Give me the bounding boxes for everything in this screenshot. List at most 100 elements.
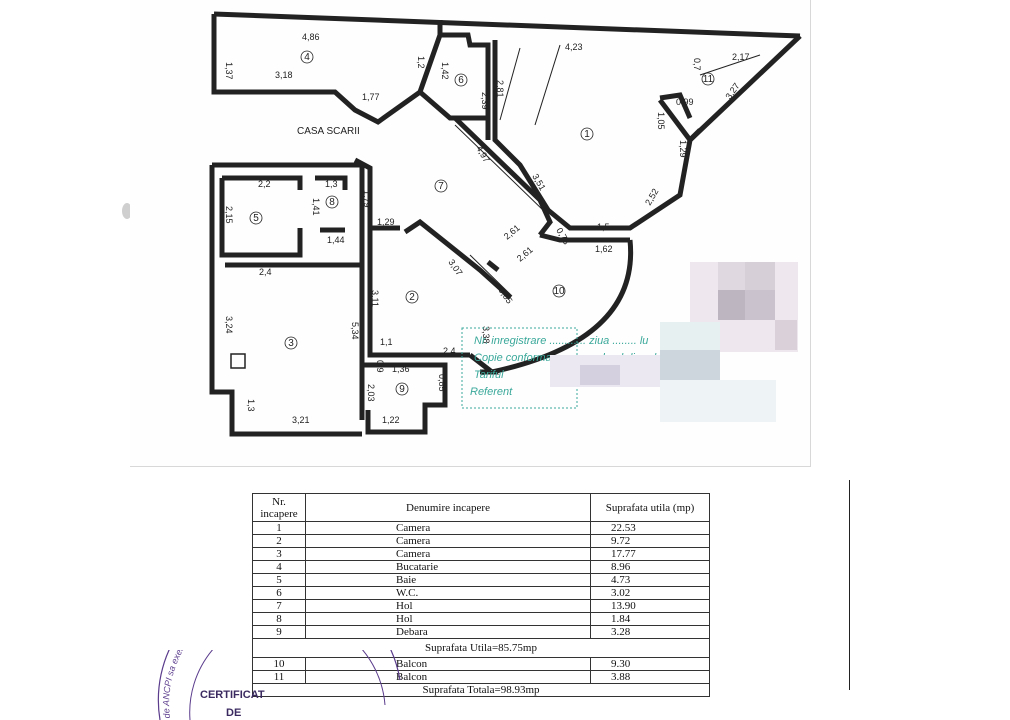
- cell-area: 22.53: [590, 521, 710, 535]
- dimension: 1,36: [392, 364, 410, 374]
- cell-area: 1.84: [590, 612, 710, 626]
- dimension: 2,61: [502, 223, 522, 242]
- total-row: Suprafata Totala=98.93mp: [252, 683, 710, 697]
- dimension: 1,77: [362, 92, 380, 102]
- dimension: 1,62: [595, 244, 613, 254]
- seal-center-text: CERTIFICAT: [200, 689, 265, 701]
- cell-name: W.C.: [305, 586, 591, 600]
- total-text: Suprafata Totala=98.93mp: [252, 683, 710, 697]
- scan-mark: [122, 203, 132, 219]
- cell-name: Camera: [305, 521, 591, 535]
- cell-nr: 1: [252, 521, 306, 535]
- room-number: 8: [329, 197, 335, 208]
- dimension: 0,85: [437, 374, 447, 392]
- dimension: 1,3: [325, 179, 338, 189]
- cell-nr: 8: [252, 612, 306, 626]
- dimension: 0,99: [676, 97, 694, 107]
- stamp-line: Nr. inregistrare ............ ziua .....…: [474, 335, 648, 347]
- dimension: 3,38: [481, 326, 491, 344]
- room-number-markers: [249, 50, 715, 396]
- dimension: 2,61: [515, 245, 535, 264]
- margin-line: [849, 480, 850, 690]
- seal-center-text: DE: [226, 707, 241, 719]
- cell-area: 3.88: [590, 670, 710, 684]
- cell-area: 4.73: [590, 573, 710, 587]
- table-header-row: Nr. incapere Denumire incapere Suprafata…: [252, 493, 710, 522]
- dimension: 1,37: [224, 62, 234, 80]
- cell-nr: 7: [252, 599, 306, 613]
- stamp-line: Tariful: [474, 369, 504, 381]
- room-number: 10: [553, 286, 565, 297]
- cell-nr: 2: [252, 534, 306, 548]
- stairs-label: CASA SCARII: [297, 126, 360, 137]
- room-number: 7: [438, 181, 444, 192]
- cell-name: Bucatarie: [305, 560, 591, 574]
- cell-name: Hol: [305, 599, 591, 613]
- cell-nr: 5: [252, 573, 306, 587]
- dimension: 1,29: [377, 217, 395, 227]
- dimension: 4,86: [302, 32, 320, 42]
- cell-area: 9.72: [590, 534, 710, 548]
- room-number: 3: [288, 338, 294, 349]
- dimension: 2,17: [732, 52, 750, 62]
- room-number: 2: [409, 292, 415, 303]
- dimension: 2,81: [495, 80, 505, 98]
- dimension: 1,42: [440, 62, 450, 80]
- dimension: 2,4: [259, 267, 272, 277]
- cell-name: Camera: [305, 534, 591, 548]
- redacted-area: [550, 262, 798, 422]
- dimension: 0,7: [692, 58, 702, 71]
- dimension: 0,65: [496, 285, 514, 305]
- dimension: 1,41: [311, 198, 321, 216]
- dimension: 0,9: [375, 360, 385, 373]
- dimension: 2,15: [224, 206, 234, 224]
- header-name: Denumire incapere: [305, 493, 591, 522]
- room-number: 9: [399, 384, 405, 395]
- cell-nr: 3: [252, 547, 306, 561]
- cell-nr: 6: [252, 586, 306, 600]
- cell-name: Debara: [305, 625, 591, 639]
- dimension: 3,18: [275, 70, 293, 80]
- dimension: 1,2: [416, 56, 426, 69]
- room-number: 5: [253, 213, 259, 224]
- dimension: 1,05: [656, 112, 666, 130]
- room-number: 1: [584, 129, 590, 140]
- dimension: 1,44: [327, 235, 345, 245]
- dimension: 3,21: [292, 415, 310, 425]
- stamp-line: Referent: [470, 386, 513, 398]
- cell-nr: 9: [252, 625, 306, 639]
- room-number: 4: [304, 52, 310, 63]
- dimension: 1,29: [678, 140, 688, 158]
- dimension: 2,4: [443, 346, 456, 356]
- cell-name: Camera: [305, 547, 591, 561]
- dimension: 3,24: [224, 316, 234, 334]
- dimension: 4,97: [474, 144, 491, 164]
- dimension: 2,2: [258, 179, 271, 189]
- cell-name: Hol: [305, 612, 591, 626]
- cell-area: 8.96: [590, 560, 710, 574]
- room-area-table: Nr. incapere Denumire incapere Suprafata…: [252, 493, 710, 697]
- cell-area: 13.90: [590, 599, 710, 613]
- dimension: 1,3: [246, 399, 256, 412]
- cell-nr: 4: [252, 560, 306, 574]
- room-number: 6: [458, 75, 464, 86]
- dimension: 1,22: [382, 415, 400, 425]
- cell-area: 3.28: [590, 625, 710, 639]
- plan-detail-lines: [230, 44, 761, 369]
- certificate-seal: de ANCPI sa execute lucrari de cadastru …: [157, 650, 401, 720]
- dimension: 1,5: [597, 222, 610, 232]
- dimension: 4,23: [565, 42, 583, 52]
- dimension: 1,1: [380, 337, 393, 347]
- dimension: 3,11: [370, 290, 380, 307]
- room-number-labels: 4 6 1 11 7 8 5 2 10 3 9: [253, 52, 713, 395]
- cell-name: Baie: [305, 573, 591, 587]
